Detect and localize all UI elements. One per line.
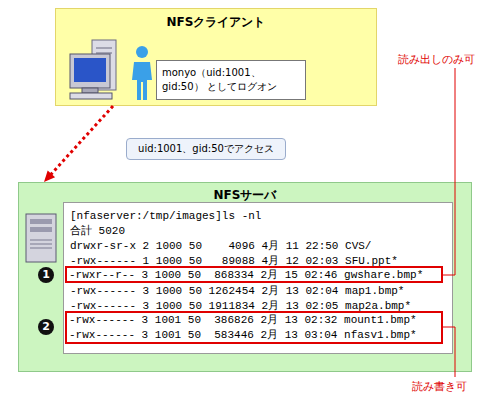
listing-line: -rwx------ 3 1001 50 386826 2月 13 02:32 … — [69, 313, 439, 327]
server-band: NFSサーバ[nfaserver:/tmp/images]ls -nl合計 50… — [18, 182, 472, 372]
pc-screen — [74, 58, 106, 82]
person-body — [132, 62, 152, 100]
server-drive — [30, 219, 52, 224]
callout-text: 読み書き可 — [412, 379, 467, 394]
listing-line: drwxr-sr-x 2 1000 50 4096 4月 11 22:50 CV… — [70, 239, 440, 253]
server-icon — [26, 214, 56, 262]
edge-label: uid:1001、gid:50でアクセス — [126, 138, 286, 160]
server-vent — [30, 248, 52, 249]
person-head — [136, 46, 148, 58]
user-box: monyo（uid:1001、gid:50） としてログオン — [156, 60, 306, 100]
listing-line: -rwxr--r-- 3 1000 50 868334 2月 15 02:46 … — [69, 268, 439, 282]
listing-line: -rwx------ 3 1001 50 583446 2月 13 03:04 … — [69, 328, 439, 342]
band-title: NFSクライアント — [56, 14, 376, 31]
listing-line: -rwx------ 3 1000 50 1262454 2月 13 02:04… — [70, 284, 440, 298]
pc-slot — [96, 48, 112, 49]
leader-line — [443, 68, 455, 275]
pc-tower — [92, 40, 116, 90]
listing-line: [nfaserver:/tmp/images]ls -nl — [70, 209, 440, 223]
server-vent — [30, 244, 52, 245]
pc-stand — [82, 88, 98, 93]
highlight-frame: -rwxr--r-- 3 1000 50 868334 2月 15 02:46 … — [65, 266, 443, 283]
dotted-line — [50, 106, 113, 175]
access-arrow — [44, 106, 113, 182]
callout-text: 読み出しのみ可 — [398, 52, 475, 67]
pc-monitor — [70, 54, 110, 88]
server-drive — [30, 227, 52, 232]
leader-line — [443, 327, 455, 377]
highlight-frame: -rwx------ 3 1001 50 386826 2月 13 02:32 … — [65, 311, 443, 344]
terminal-box: [nfaserver:/tmp/images]ls -nl合計 5020drwx… — [63, 202, 453, 354]
arrow-head — [44, 170, 55, 182]
client-band: NFSクライアント monyo（uid:1001、gid:50） としてログオン — [55, 8, 377, 106]
pc-keyboard — [70, 93, 112, 99]
listing-line: 合計 5020 — [70, 224, 440, 238]
pc-slot — [96, 53, 112, 54]
box-text: monyo（uid:1001、gid:50） としてログオン — [162, 66, 302, 94]
server-vent — [30, 240, 52, 241]
